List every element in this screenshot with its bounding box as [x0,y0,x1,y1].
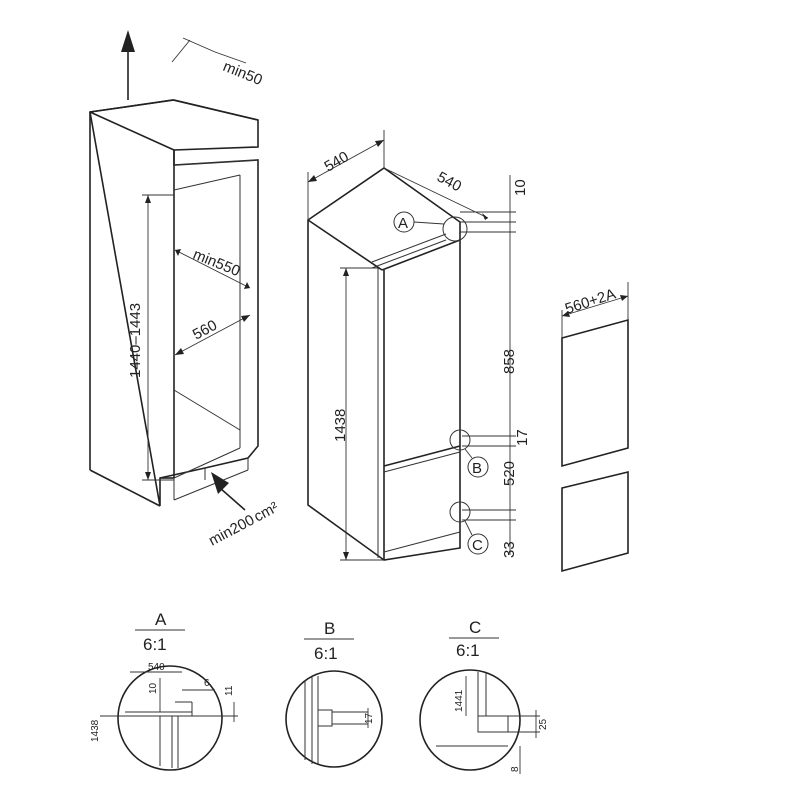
appliance-hinge-line [371,233,447,263]
panel-arrow-right [620,295,628,301]
detail-c-bottom: 8 [510,766,521,772]
label-niche-height: 1440–1443 [127,303,144,378]
label-appliance-height: 1438 [332,409,349,442]
label-depth: min550 [191,246,243,280]
cabinet-bottom-left [89,469,161,507]
width-dim-line [174,314,251,356]
detail-a-side: 6 [204,678,210,689]
callout-label-c: C [472,537,483,554]
appliance-door-split [383,445,461,467]
label-upper-door: 858 [501,349,518,374]
appliance-top-front [307,219,383,271]
detail-b: B 6:1 17 [285,619,383,768]
cabinet-drawing: min50 1440–1443 min550 560 min200cm² [89,30,281,550]
detail-a-width: 540 [148,662,165,673]
plinth-bottom [173,469,249,501]
vent-arrow-head [211,472,229,494]
detail-b-scale: 6:1 [314,644,338,663]
detail-b-gap: 17 [364,712,375,724]
detail-a-circle [117,665,223,771]
appliance-door-split-2 [383,451,461,473]
callout-leader-c [464,520,473,536]
callout-leader-a [413,221,445,225]
detail-c-title: C [469,618,481,637]
detail-c: C 6:1 25 1441 8 [419,618,549,774]
callout-label-b-ring [467,456,489,478]
callout-label-b: B [472,460,482,477]
label-panel-width: 560+2A [563,286,618,318]
niche-top-edge [173,159,259,166]
callout-circle-b [449,429,471,451]
depth-dim-line [174,249,251,289]
detail-c-scale: 6:1 [456,641,480,660]
label-top-gap: 10 [512,179,529,196]
callout-label-a: A [398,215,408,232]
detail-a-scale: 6:1 [143,635,167,654]
callout-leader-b [464,448,473,459]
vent-area-value: min200 [206,511,257,549]
callout-circle-a [442,216,468,242]
clearance-ext-1 [171,39,191,63]
appl-depth-dim-line [383,167,489,219]
detail-c-right: 25 [538,718,549,730]
callout-label-c-ring [467,533,489,555]
label-lower-door: 520 [501,461,518,486]
callout-circle-c [449,501,471,523]
niche-floor-left [173,389,241,431]
width-arrow-left [175,348,184,355]
vent-area-unit: cm² [251,499,281,526]
appliance-hinge-line-2 [371,239,447,269]
appliance-bottom-line [383,531,461,553]
appl-width-arrow-right [375,140,384,147]
niche-height-arrow-bottom [145,472,151,480]
detail-c-height: 1441 [454,689,465,712]
label-appliance-depth: 540 [434,169,464,196]
label-vent-area: min200cm² [206,499,281,550]
lower-door-panel [561,470,629,573]
width-arrow-right [241,315,250,322]
detail-a-height: 1438 [90,719,101,742]
detail-b-circle [285,670,383,768]
label-top-clearance: min50 [221,58,265,89]
airflow-arrow-head [121,30,135,52]
detail-b-title: B [324,619,335,638]
appl-height-arrow-bottom [343,552,349,560]
detail-c-bracket [477,715,509,733]
niche-floor-front [173,447,241,479]
depth-arrow-left [175,249,181,256]
appliance-top-right [381,239,461,271]
label-width: 560 [190,317,220,344]
clearance-leader [214,51,247,64]
appl-width-dim-line [307,139,385,183]
detail-a-right: 11 [224,685,235,696]
appl-height-arrow-top [343,268,349,276]
detail-a: A 6:1 540 10 6 11 1438 [90,610,238,771]
appliance-drawing: 540 540 10 A 1438 858 17 520 33 [307,130,531,561]
upper-door-panel [561,318,629,468]
panel-width-dim-line [561,295,629,317]
detail-a-top-gap: 10 [148,682,159,694]
appl-depth-arrow [482,213,488,220]
detail-a-title: A [155,610,167,629]
niche-height-arrow-top [145,195,151,203]
panel-arrow-left [562,311,570,317]
cabinet-top-right [173,99,259,121]
appl-width-arrow-left [308,175,317,182]
label-bottom-offset: 33 [501,541,518,558]
door-panel-drawing: 560+2A [561,282,629,573]
detail-c-circle [419,669,521,771]
label-appliance-width: 540 [322,148,352,175]
cabinet-top-back [89,99,175,113]
niche-back-top [173,174,241,191]
vent-arrow-shaft [219,487,246,511]
detail-b-bracket [317,709,333,727]
clearance-dim-line [182,37,216,53]
cabinet-top-front [89,111,175,151]
label-middle-gap: 17 [514,429,531,446]
depth-arrow-right [244,282,250,289]
